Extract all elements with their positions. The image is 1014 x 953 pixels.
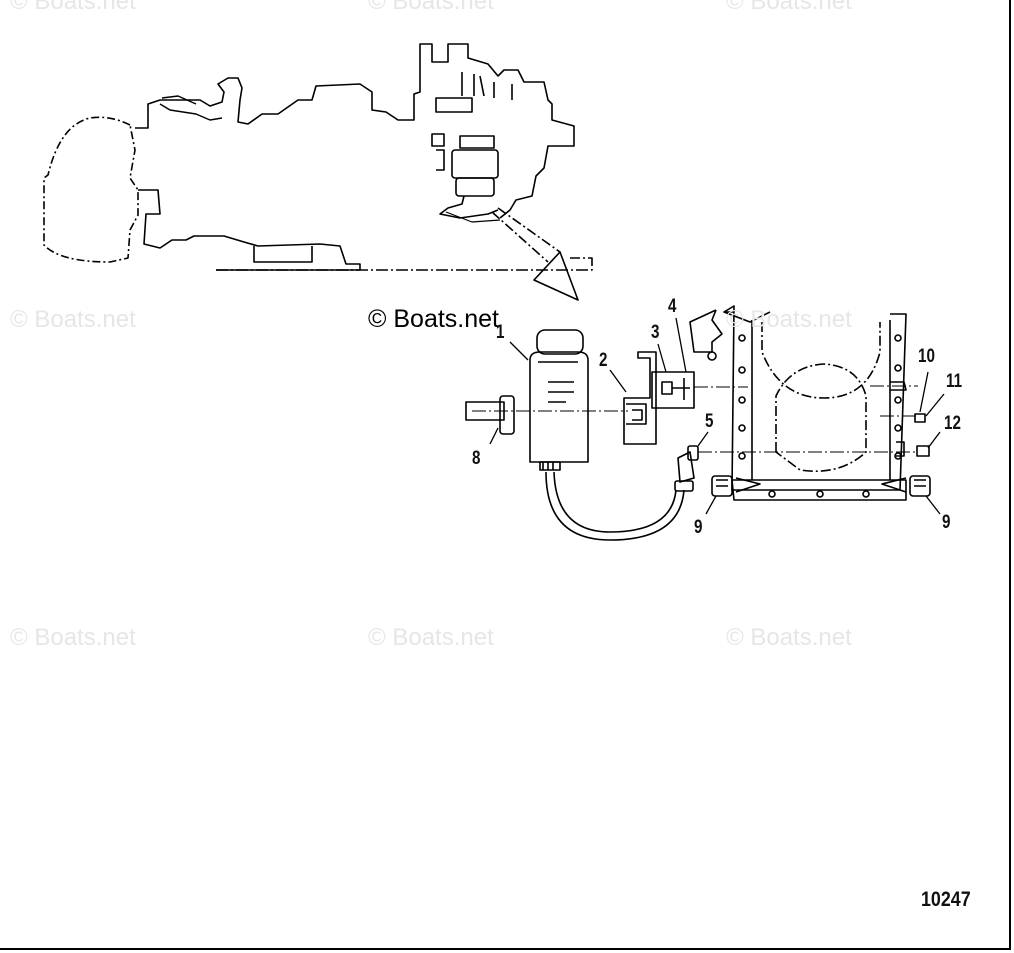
callout-8: 8 [472,448,481,469]
fuel-hose [545,471,685,541]
elbow-fitting [674,445,699,492]
callout-5: 5 [705,411,714,432]
watermark: © Boats.net [10,0,136,15]
filter-bracket-left [465,395,515,435]
callout-12: 12 [944,413,961,434]
spacer-block [651,371,695,409]
watermark: © Boats.net [10,306,136,333]
drain-plugs [711,475,931,497]
watermark: © Boats.net [726,306,852,333]
callout-2: 2 [599,350,608,371]
callout-3: 3 [651,322,660,343]
watermark: © Boats.net [368,624,494,651]
watermark: © Boats.net [726,624,852,651]
engine-plate [689,305,907,501]
callout-9-right: 9 [942,512,951,533]
engine-overview [43,43,593,301]
watermark: © Boats.net [10,624,136,651]
figure-number: 10247 [921,888,971,911]
watermark: © Boats.net [726,0,852,15]
callout-1: 1 [496,322,505,343]
callout-4: 4 [668,296,677,317]
watermark: © Boats.net [368,0,494,15]
watermark-main: © Boats.net [368,305,499,333]
fuel-filter [529,329,589,471]
callout-10: 10 [918,346,935,367]
callout-9-left: 9 [694,517,703,538]
mount-bracket [623,351,657,445]
callout-11: 11 [946,371,963,392]
